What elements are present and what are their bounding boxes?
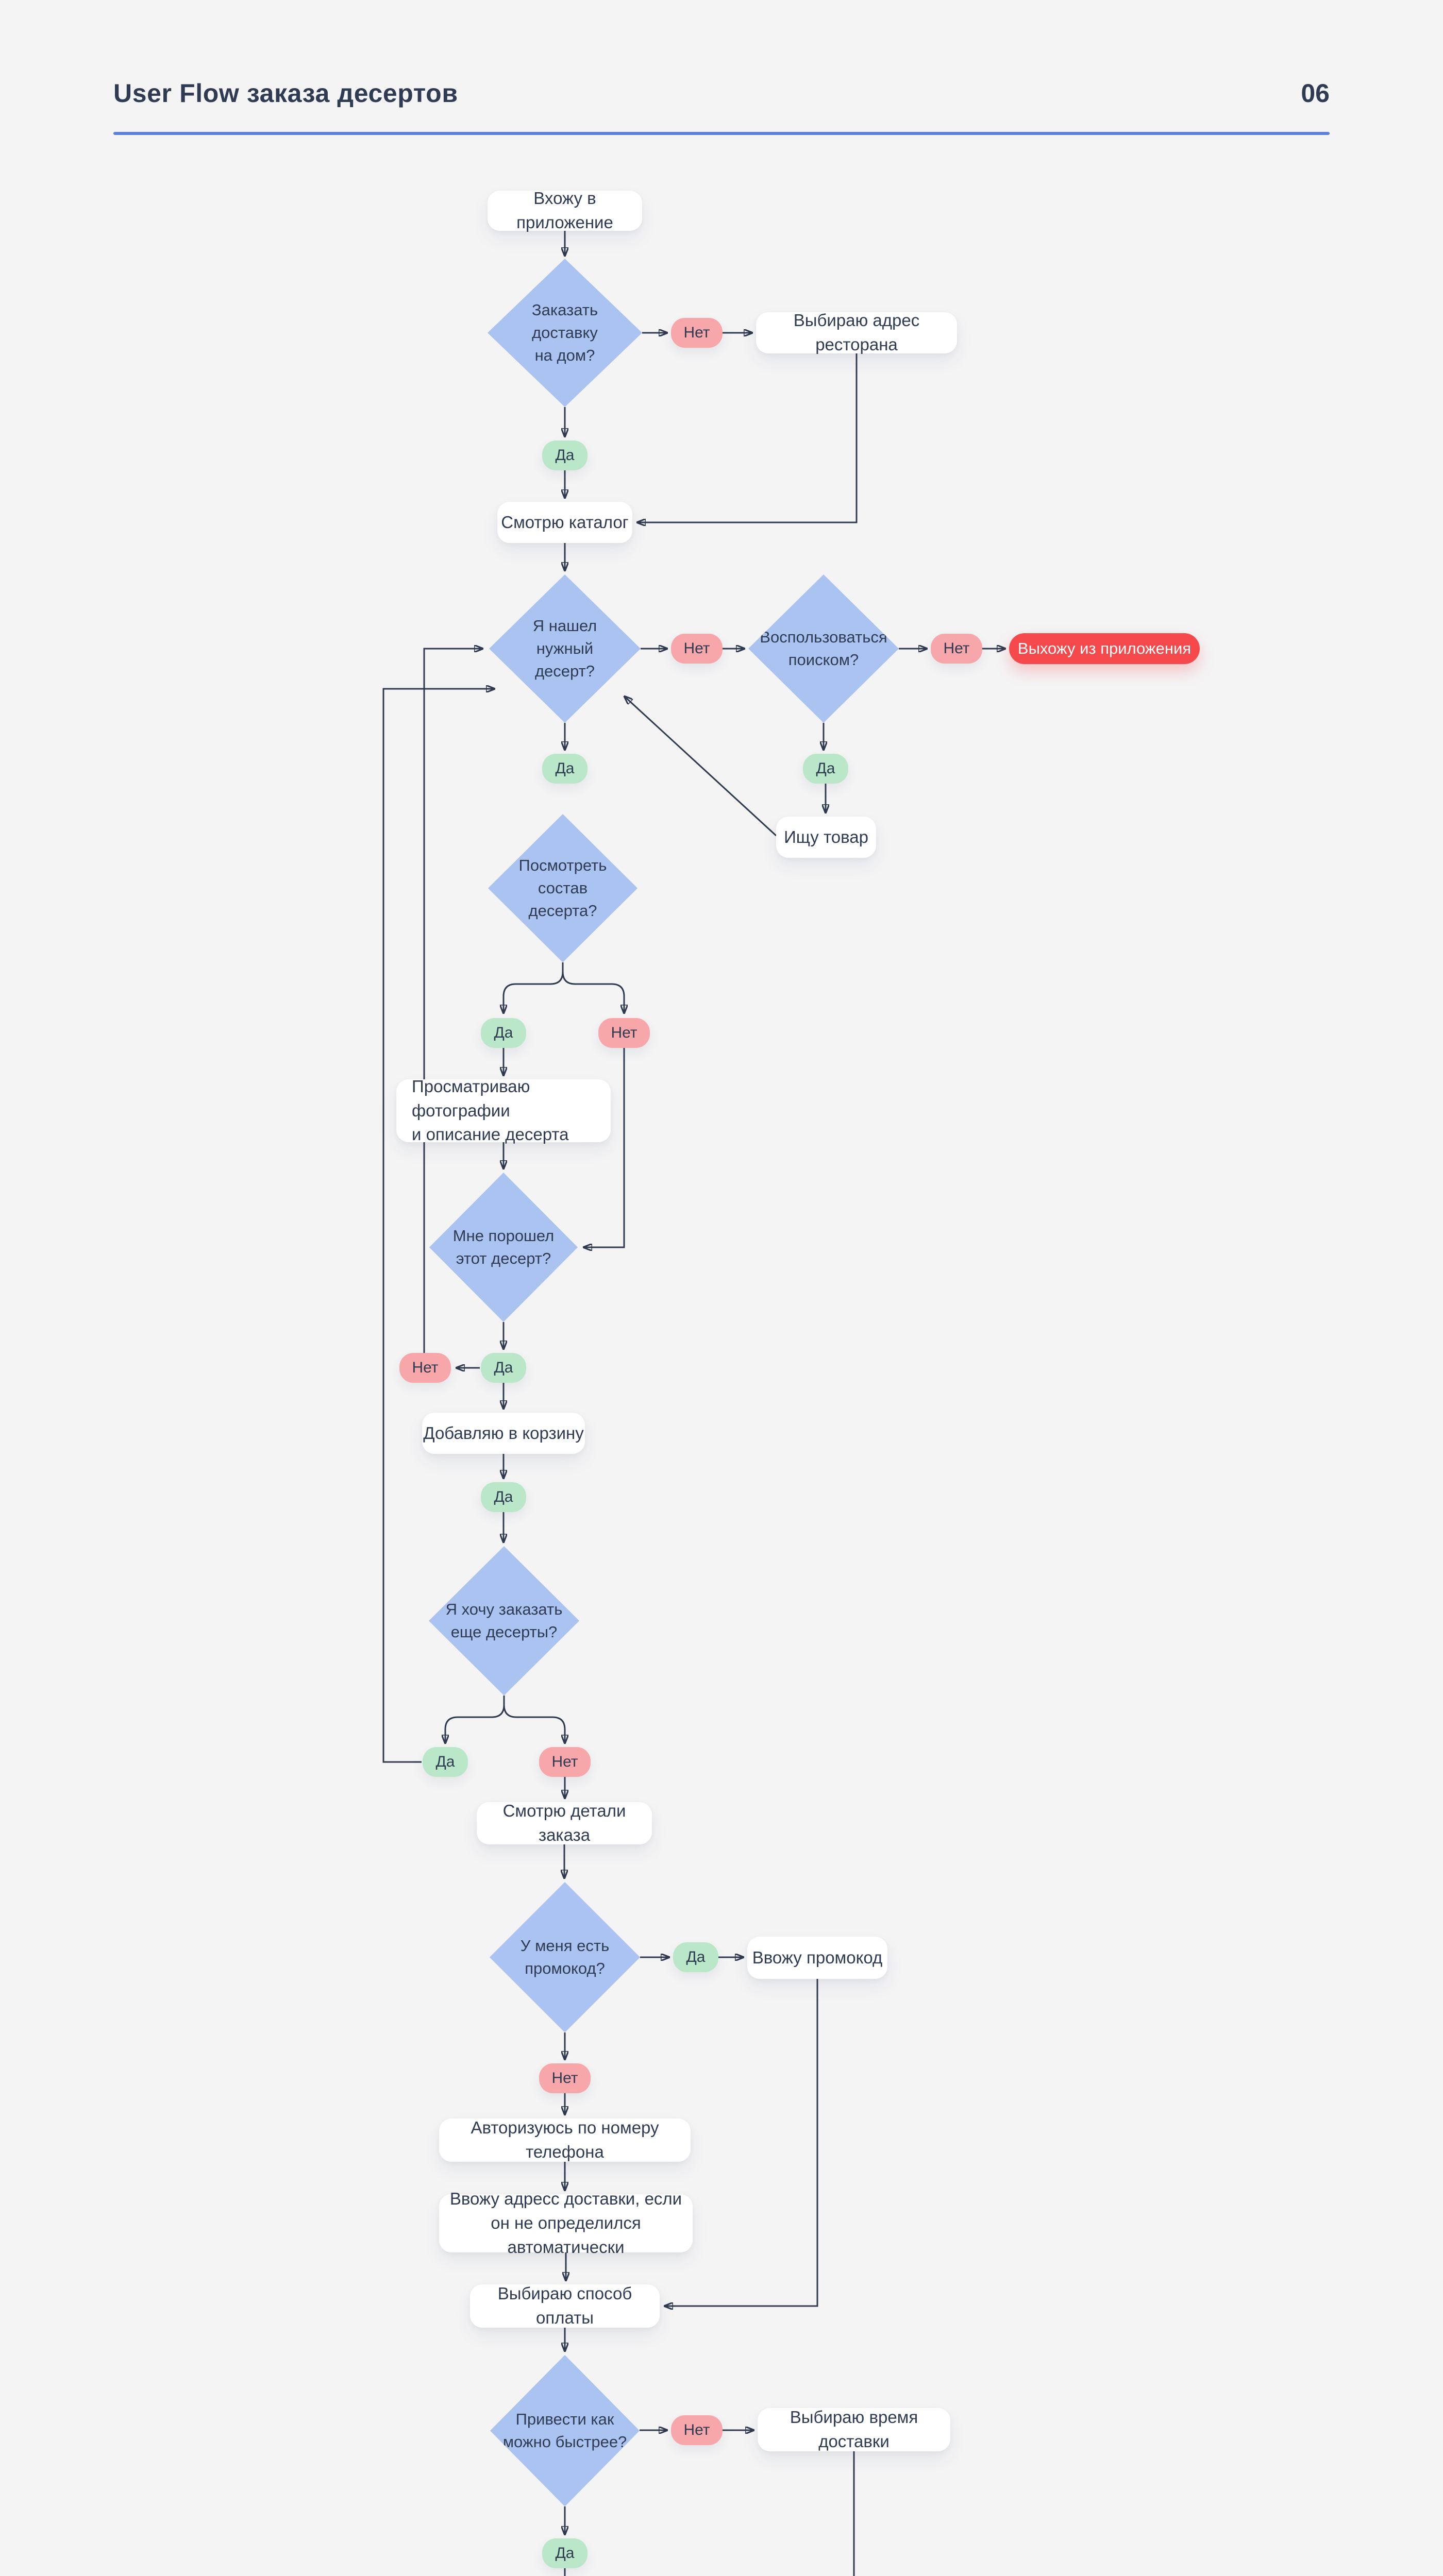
node-add-to-cart: Добавляю в корзину: [422, 1413, 585, 1454]
pill-yes: Да: [803, 754, 848, 784]
pill-yes: Да: [542, 754, 588, 784]
node-search-item: Ищу товар: [776, 817, 876, 858]
pill-no: Нет: [399, 1353, 451, 1383]
pill-yes: Да: [673, 1942, 718, 1972]
header-divider: [113, 132, 1330, 135]
node-pay-method: Выбираю способ оплаты: [470, 2284, 660, 2328]
pill-no: Нет: [671, 634, 723, 664]
pill-no: Нет: [931, 634, 982, 664]
page-number: 06: [1301, 79, 1330, 108]
node-enter-app: Вхожу в приложение: [488, 189, 642, 232]
node-enter-address: Ввожу адресс доставки, если он не опреде…: [439, 2189, 693, 2257]
node-delivery-time: Выбираю время доставки: [758, 2408, 950, 2451]
node-view-photos: Просматриваю фотографии и описание десер…: [396, 1077, 611, 1144]
node-enter-promo: Ввожу промокод: [747, 1937, 887, 1979]
node-exit-app: Выхожу из приложения: [1009, 633, 1200, 664]
pill-no: Нет: [671, 318, 723, 348]
pill-yes: Да: [423, 1747, 468, 1777]
pill-yes: Да: [481, 1353, 526, 1383]
pill-yes: Да: [542, 440, 588, 470]
pill-no: Нет: [539, 1747, 591, 1777]
page-title: User Flow заказа десертов: [113, 79, 458, 108]
pill-yes: Да: [542, 2538, 588, 2568]
pill-no: Нет: [598, 1018, 650, 1048]
node-order-details: Смотрю детали заказа: [477, 1801, 652, 1844]
pill-yes: Да: [481, 1018, 526, 1048]
pill-yes: Да: [481, 1482, 526, 1512]
node-view-catalog: Смотрю каталог: [497, 502, 632, 543]
node-pick-restaurant: Выбираю адрес ресторана: [756, 311, 957, 354]
pill-no: Нет: [671, 2415, 723, 2445]
pill-no: Нет: [539, 2063, 591, 2093]
node-auth-phone: Авторизуюсь по номеру телефона: [439, 2118, 691, 2162]
